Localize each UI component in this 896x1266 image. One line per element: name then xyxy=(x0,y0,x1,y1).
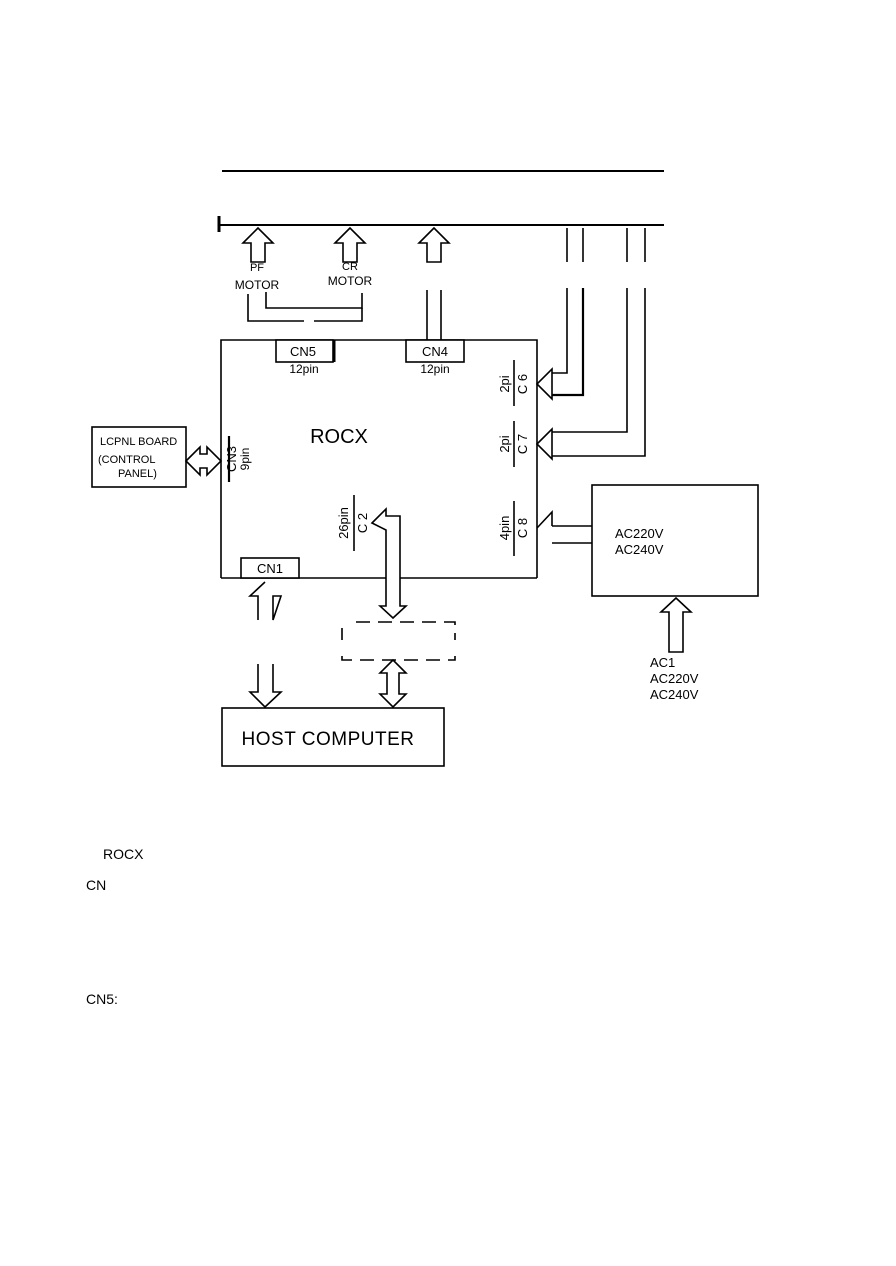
cn4-arrow xyxy=(417,226,451,263)
cn1-label: CN1 xyxy=(257,561,283,576)
cn6-pins: 2pi xyxy=(497,375,512,392)
cn3-label: CN3 xyxy=(224,446,239,472)
cn6-wire-b xyxy=(550,288,585,397)
cn2-pins: 26pin xyxy=(336,507,351,539)
cr-motor-wire xyxy=(314,308,363,322)
cr-motor-arrow xyxy=(333,226,367,263)
pf-motor-arrow xyxy=(241,226,275,263)
cn7-wire-a xyxy=(550,288,628,433)
cn6-label: C 6 xyxy=(515,374,530,394)
power-supply-label-1: AC220V xyxy=(615,526,664,541)
cn4-connector xyxy=(405,339,465,363)
pf-motor-wire xyxy=(247,294,304,322)
footer-cn5: CN5: xyxy=(86,991,118,1007)
cn3-pins: 9pin xyxy=(238,448,252,471)
cn7-arrowhead xyxy=(535,427,553,461)
main-board-label: ROCX xyxy=(310,426,368,448)
power-supply-label-2: AC240V xyxy=(615,542,664,557)
cn8-pins: 4pin xyxy=(497,516,512,541)
cn8-label: C 8 xyxy=(515,518,530,538)
cn2-label: C 2 xyxy=(355,513,370,533)
cr-motor-label-1: CR xyxy=(342,261,358,273)
pf-motor-label-1: PF xyxy=(250,262,264,274)
control-panel-label-2: (CONTROL xyxy=(98,454,155,466)
cn6-arrowhead xyxy=(535,367,553,401)
option-interface-box xyxy=(341,621,456,661)
host-computer-label: HOST COMPUTER xyxy=(242,729,415,750)
cn7-wire-b xyxy=(550,288,646,457)
ac-input-arrow xyxy=(658,596,694,653)
cn5-label: CN5 xyxy=(290,344,316,359)
footer-rocx: ROCX xyxy=(103,846,144,862)
ac-input-label-1: AC1 xyxy=(650,655,675,670)
cn8-arrowhead xyxy=(536,509,553,529)
cn1-connector xyxy=(240,557,300,579)
cn2-bus-arrow xyxy=(370,507,409,620)
control-panel-double-arrow xyxy=(184,445,223,477)
control-panel-board xyxy=(91,426,187,488)
cn1-up-arrow xyxy=(247,581,283,621)
ac-input-label-2: AC220V xyxy=(650,671,699,686)
cn6-wire-a xyxy=(550,288,568,374)
control-panel-label-3: PANEL) xyxy=(118,468,157,480)
pf-motor-label-2: MOTOR xyxy=(235,278,280,292)
cn4-pins: 12pin xyxy=(420,362,449,376)
pf-motor-wire-inner xyxy=(265,292,363,309)
cn7-label: C 7 xyxy=(515,434,530,454)
cn7-pins: 2pi xyxy=(497,435,512,452)
option-host-double-arrow xyxy=(378,658,408,709)
host-down-arrow xyxy=(248,664,284,709)
footer-cn: CN xyxy=(86,877,106,893)
cr-motor-label-2: MOTOR xyxy=(328,274,373,288)
main-board-outline xyxy=(220,339,538,578)
host-computer-box xyxy=(221,707,445,767)
cn5-pins: 12pin xyxy=(289,362,318,376)
power-supply-box xyxy=(591,484,759,597)
control-panel-label-1: LCPNL BOARD xyxy=(100,436,177,448)
cn4-label: CN4 xyxy=(422,344,448,359)
ac-input-label-3: AC240V xyxy=(650,687,699,702)
